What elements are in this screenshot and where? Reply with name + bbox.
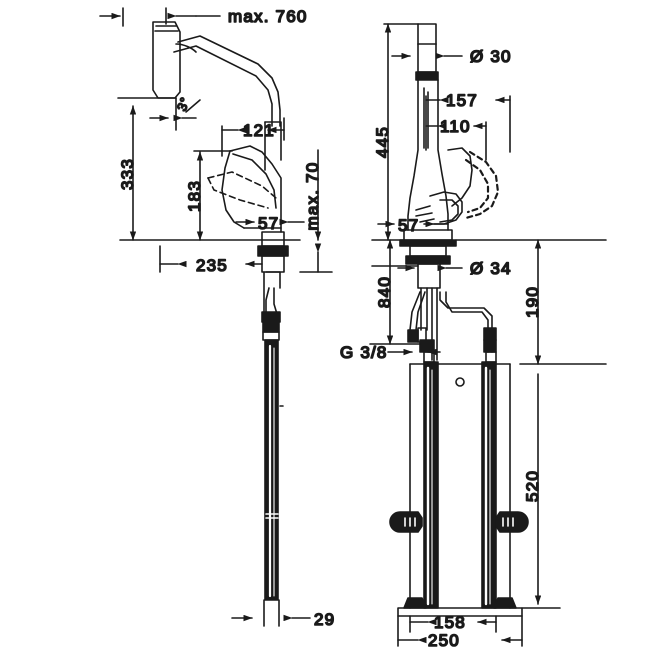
dim-57-left-label: 57 [258,214,279,233]
dim-840-label: 840 [375,276,394,308]
dim-dia30-label: Ø 30 [470,47,512,66]
dim-157-label: 157 [446,91,478,110]
dim-29-label: 29 [314,610,335,629]
dim-190-label: 190 [523,286,542,318]
dim-235-label: 235 [196,256,228,275]
left-view-faucet-geometry [152,21,289,601]
left-view-dimensions: max. 760 3° 333 121 183 57 max. 70 [99,6,335,630]
dim-angle3-label: 3° [174,95,193,113]
dim-445-label: 445 [373,126,392,158]
dim-333-label: 333 [118,158,137,190]
dim-57-right-label: 57 [398,216,419,235]
dim-250-label: 250 [428,631,460,650]
dim-g38-label: G 3/8 [340,343,388,362]
dim-max760-label: max. 760 [228,7,308,26]
dim-520-label: 520 [523,470,542,502]
dim-110-label: 110 [440,117,471,136]
dim-183-label: 183 [185,180,204,212]
right-view-faucet-geometry [389,23,529,617]
dim-158-label: 158 [434,613,466,632]
right-view-dimensions: Ø 30 445 157 110 57 Ø 34 840 [339,23,607,650]
dim-max70-label: max. 70 [303,162,322,231]
dim-dia34-label: Ø 34 [470,259,512,278]
dim-121-label: 121 [243,121,275,140]
